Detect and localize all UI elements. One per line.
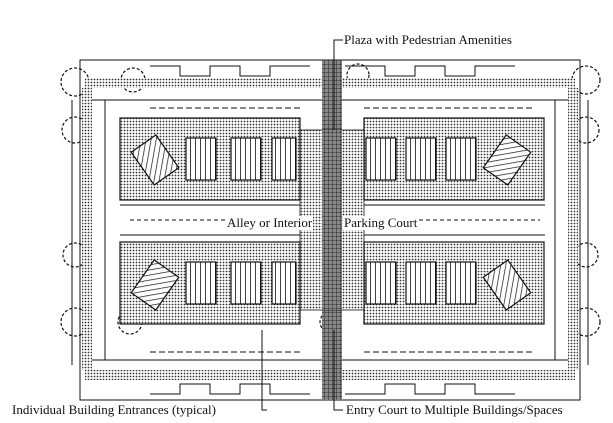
block-top-left — [119, 117, 301, 201]
label-alley-left: Alley or Interior — [226, 215, 314, 230]
label-entry-court: Entry Court to Multiple Buildings/Spaces — [346, 402, 563, 417]
leader-lines — [261, 39, 343, 411]
block-top-right — [363, 117, 545, 201]
site-outline — [71, 59, 589, 401]
label-plaza: Plaza with Pedestrian Amenities — [344, 32, 512, 47]
central-plaza — [299, 60, 365, 400]
block-bottom-left — [119, 241, 301, 325]
label-entrances: Individual Building Entrances (typical) — [12, 402, 216, 417]
frontage-buildings — [150, 65, 534, 395]
block-bottom-right — [363, 241, 545, 325]
label-alley-right: Parking Court — [343, 215, 419, 230]
